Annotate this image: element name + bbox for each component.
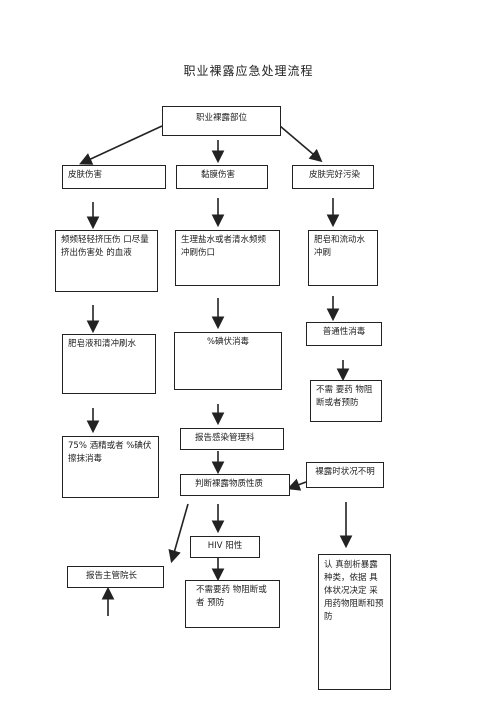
arrow-root-to-intact xyxy=(279,125,323,163)
arrow-judge-to-director xyxy=(168,503,189,564)
unknown-status-node: 裸露时状况不明 xyxy=(306,462,384,488)
hiv-positive-node: HIV 阳性 xyxy=(190,536,260,558)
skin-intact-node: 皮肤完好污染 xyxy=(292,165,374,189)
root-node: 职业裸露部位 xyxy=(162,106,281,136)
intact-step1-node: 肥皂和流动水冲刷 xyxy=(308,230,378,286)
arrow-root-to-skin xyxy=(79,125,163,165)
intact-step2-node: 普通性消毒 xyxy=(306,322,382,346)
intact-step3-node: 不需 要药 物阻断或者预防 xyxy=(310,380,382,422)
mucosa-injury-node: 黏膜伤害 xyxy=(176,165,268,189)
skin-injury-node: 皮肤伤害 xyxy=(62,165,166,189)
report-infection-node: 报告感染管理科 xyxy=(180,428,284,450)
mucosa-step2-node: %碘伏消毒 xyxy=(174,332,282,390)
judge-source-node: 判断裸露物质性质 xyxy=(180,474,290,496)
skin-step2-node: 肥皂液和清冲刷水 xyxy=(62,334,156,394)
expert-analysis-node: 认 真剖析暴露种类，依据 具 体状况决定 采用药物阻断和预防 xyxy=(318,554,391,690)
no-drug-node: 不需要药 物阻断或者 预防 xyxy=(185,580,280,628)
report-director-node: 报告主管院长 xyxy=(67,566,164,588)
skin-step3-node: 75% 酒精或者 %碘伏擦抹消毒 xyxy=(62,436,159,498)
page-title: 职业裸露应急处理流程 xyxy=(183,64,314,78)
skin-step1-node: 频频轻轻挤压伤 口尽量挤出伤害处 的血液 xyxy=(55,230,158,292)
mucosa-step1-node: 生理盐水或者清水频频冲刷伤口 xyxy=(175,230,280,286)
arrow-unknown-to-judge xyxy=(287,478,307,491)
